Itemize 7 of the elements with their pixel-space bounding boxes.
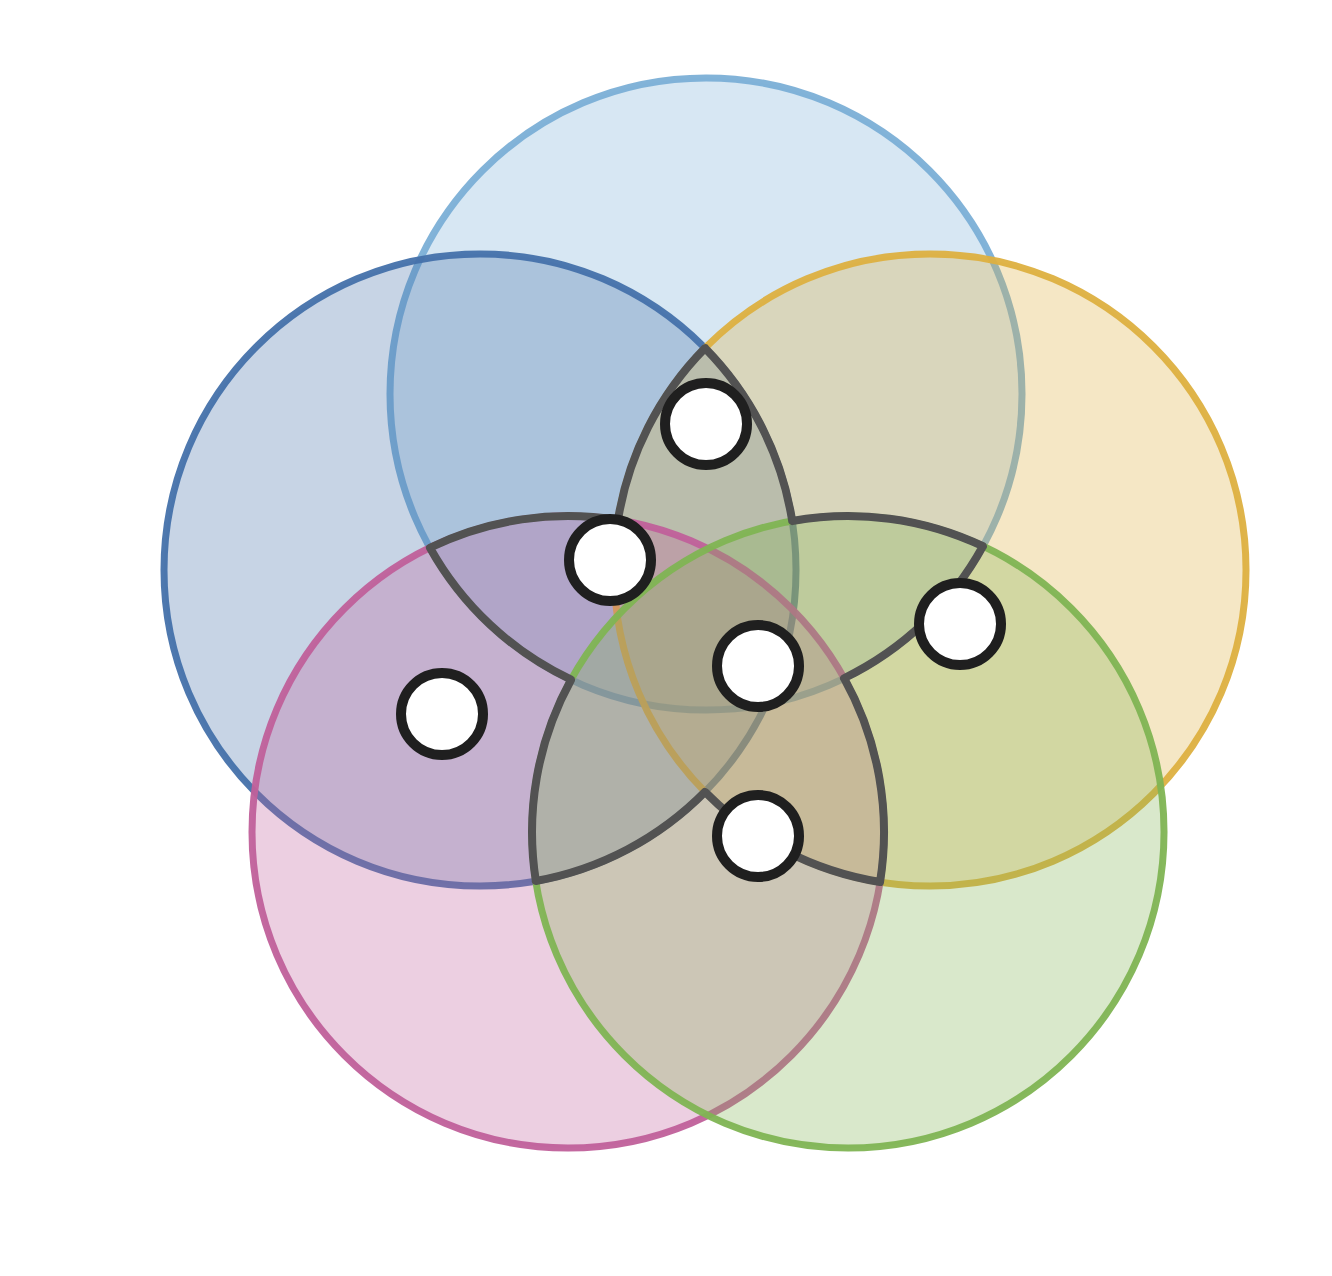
marker-circle <box>712 790 804 882</box>
marker-circle <box>564 514 656 606</box>
venn-circle <box>528 512 1168 1152</box>
marker-circle <box>660 378 752 470</box>
marker-circle <box>712 620 804 712</box>
marker-circle <box>914 578 1006 670</box>
marker-circle <box>396 668 488 760</box>
